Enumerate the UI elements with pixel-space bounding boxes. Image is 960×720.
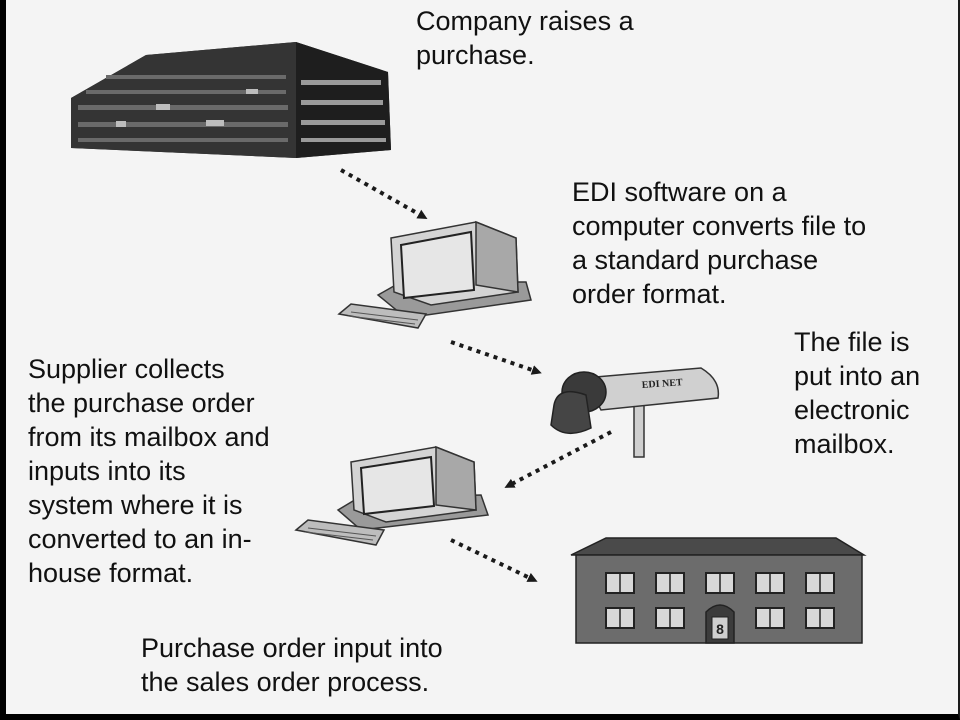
step-supplier-collects: Supplier collects the purchase order fro… <box>28 354 270 588</box>
step-electronic-mailbox: The file is put into an electronic mailb… <box>794 327 921 459</box>
arrow-computer-to-warehouse <box>450 538 538 582</box>
computer-icon <box>294 445 490 546</box>
step-edi-conversion: EDI software on a computer converts file… <box>572 177 867 309</box>
warehouse-icon: 8 <box>570 537 867 644</box>
arrow-building-to-computer <box>340 168 428 219</box>
warehouse-door-number: 8 <box>716 621 724 637</box>
step-sales-order-input: Purchase order input into the sales orde… <box>141 633 443 697</box>
mailbox-label: EDI NET <box>641 377 683 391</box>
computer-icon <box>337 220 532 329</box>
step-company-raises-purchase: Company raises a purchase. <box>416 6 634 70</box>
office-building-icon <box>71 42 391 158</box>
diagram-graphics: EDI NET <box>71 42 867 644</box>
flow-arrows <box>340 168 612 582</box>
arrow-mailbox-to-computer <box>504 430 612 488</box>
mailbox-icon: EDI NET <box>550 367 720 458</box>
arrow-computer-to-mailbox <box>450 340 542 375</box>
